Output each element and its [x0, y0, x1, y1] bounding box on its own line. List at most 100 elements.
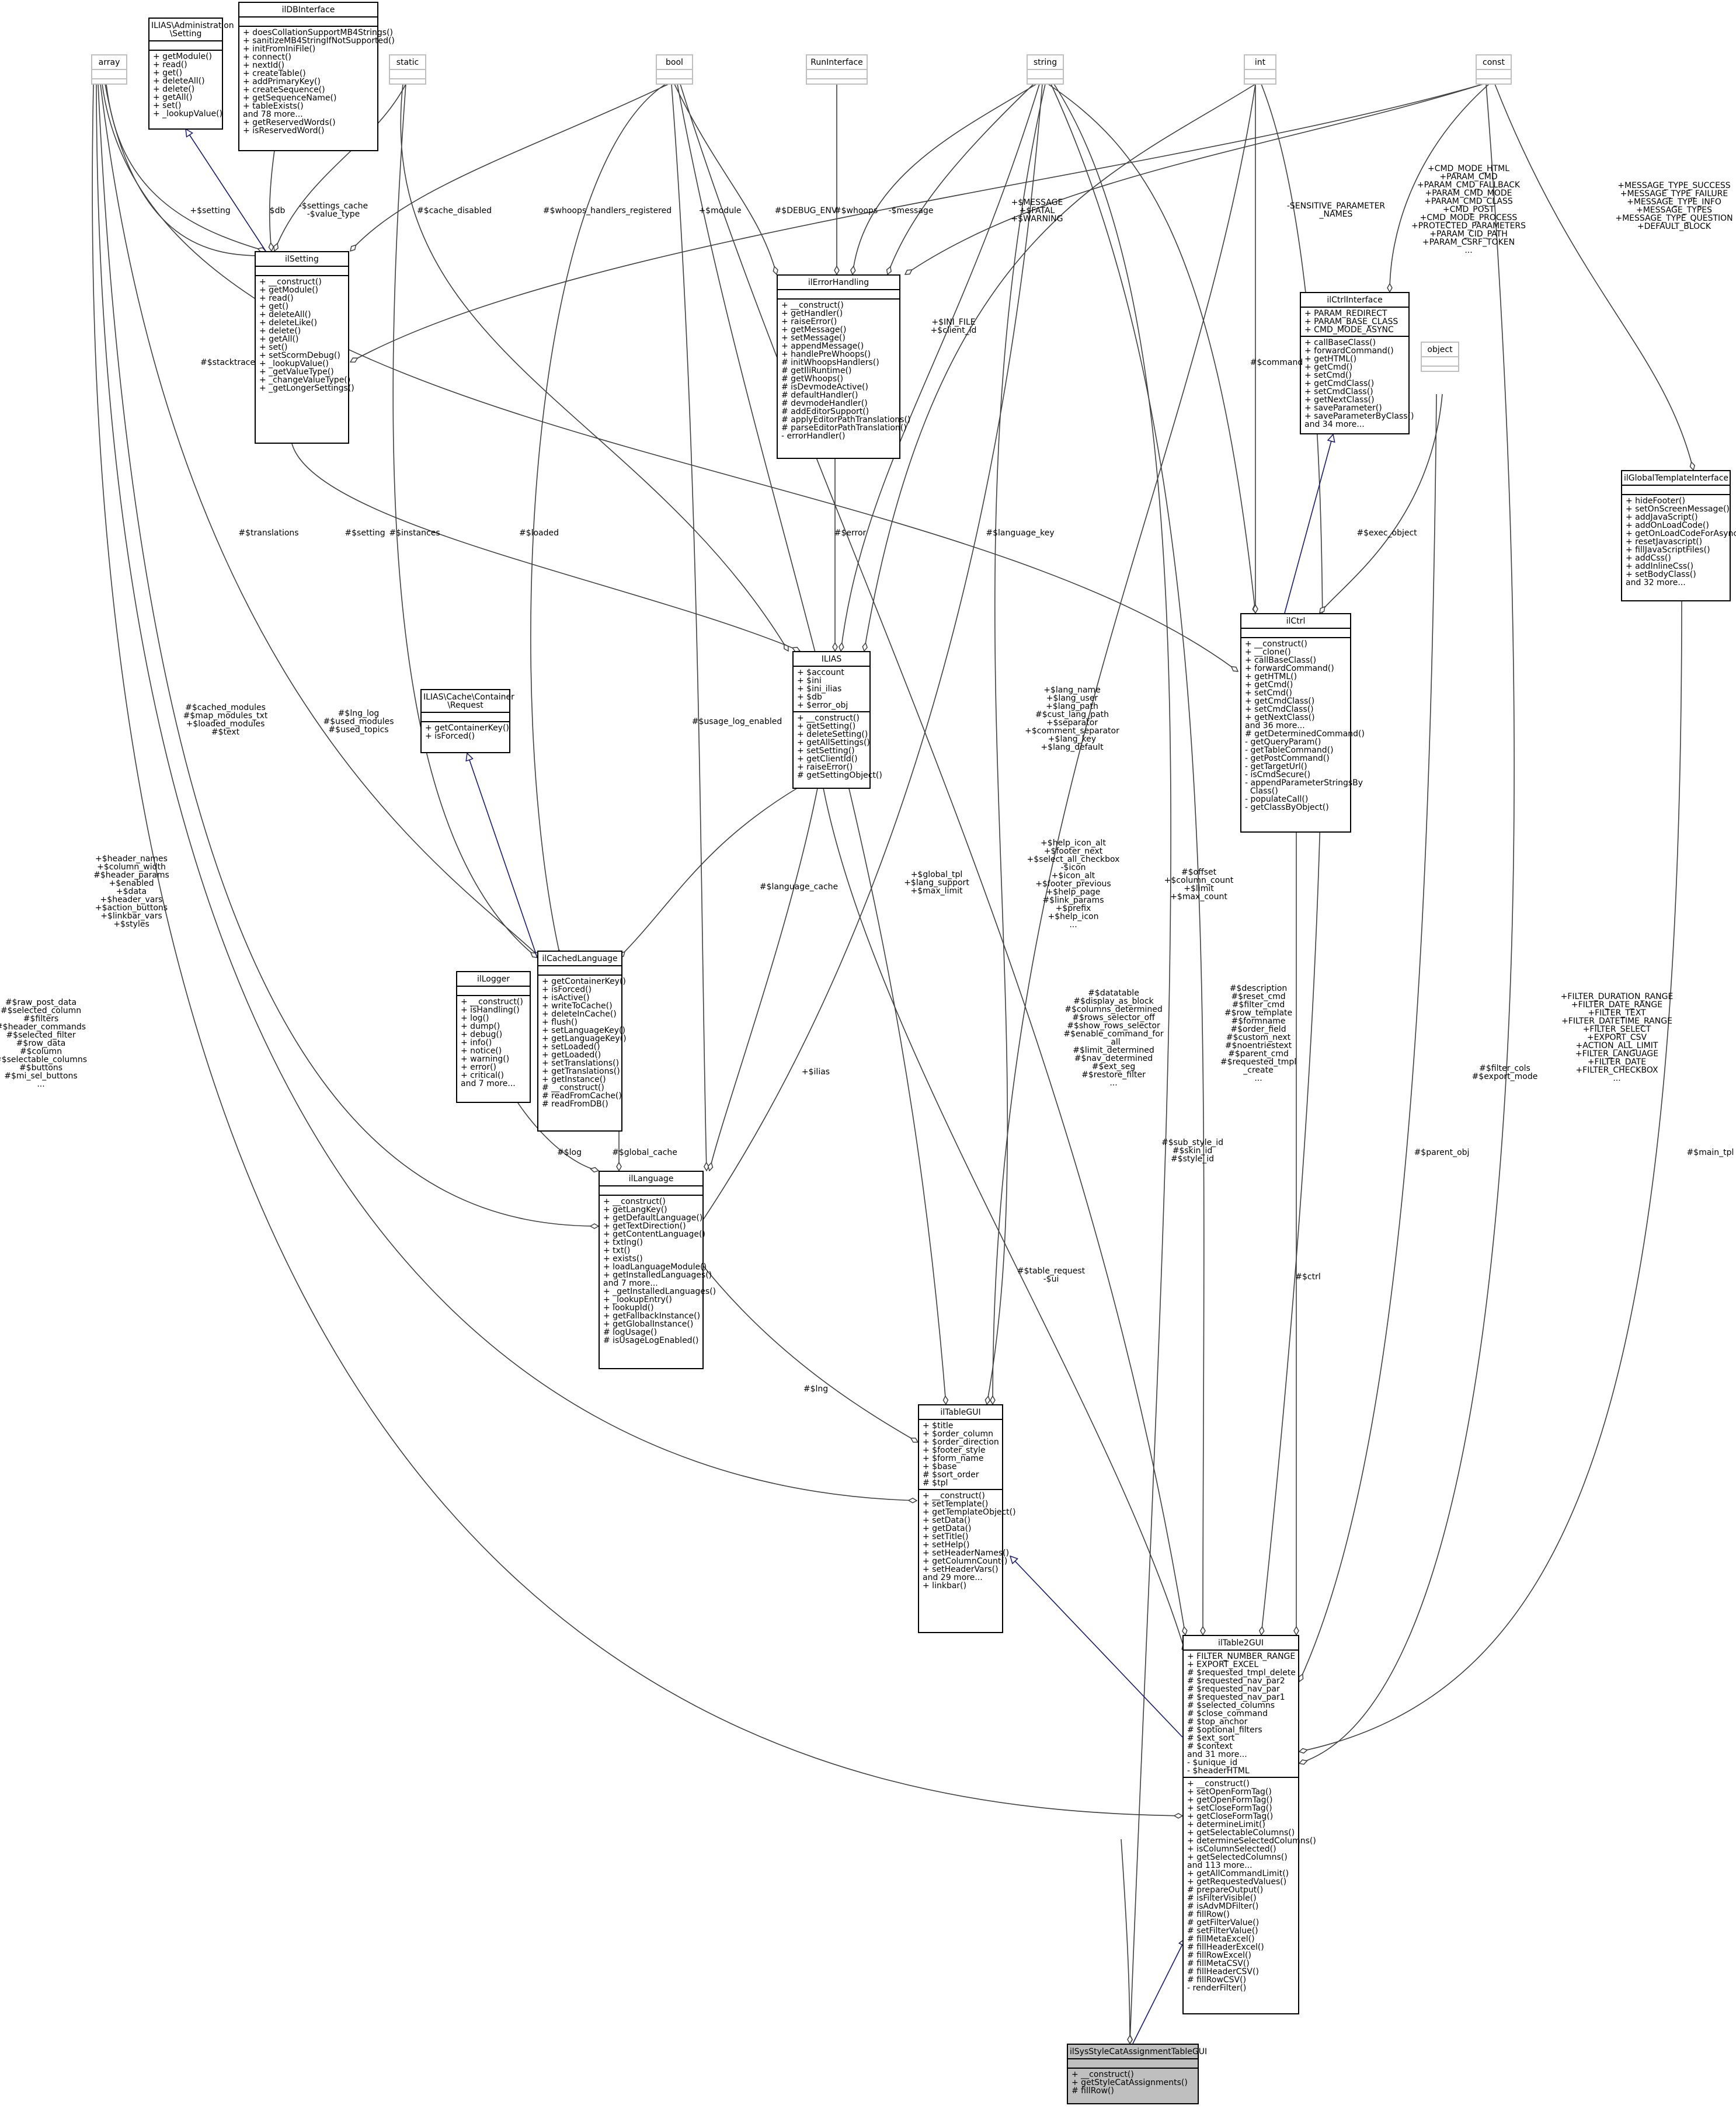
class-string[interactable]: string [1027, 54, 1064, 85]
edge-label: #$error [834, 528, 867, 538]
edge-label: #$setting [345, 528, 385, 538]
class-illanguage[interactable]: ilLanguage + __construct()+ getLangKey()… [599, 1171, 716, 1369]
edge-label: #$offset +$column_count +$limit +$max_co… [1164, 868, 1234, 902]
class-name: string [1028, 55, 1063, 70]
class-attributes [149, 41, 222, 51]
edge-array-table2gui [92, 83, 1182, 1816]
class-array[interactable]: array [91, 54, 127, 85]
class-name: ilCtrl [1241, 614, 1350, 629]
class-name: bool [657, 55, 692, 70]
edge-language-tablegui [686, 1243, 918, 1442]
edge-table2gui-sysstyle [1121, 1839, 1130, 2044]
edge-label: #$description #$reset_cmd #$filter_cmd #… [1220, 984, 1297, 1083]
edge-string-table2gui [1050, 83, 1204, 1635]
class-runinterface[interactable]: RunInterface [806, 54, 868, 85]
edge-label: #$stacktrace [200, 358, 255, 367]
class-attributes: + PARAM_REDIRECT+ PARAM_BASE_CLASS+ CMD_… [1301, 308, 1408, 337]
class-methods: + __construct()+ setOpenFormTag()+ getOp… [1187, 1779, 1316, 1993]
class-attributes [600, 1186, 702, 1196]
class-ilerrorhandling[interactable]: ilErrorHandling + __construct()+ getHand… [777, 274, 911, 459]
class-ildbinterface[interactable]: ilDBInterface + doesCollationSupportMB4S… [238, 2, 395, 151]
class-name: int [1245, 55, 1275, 70]
edge-bool-table2gui [680, 83, 1185, 1635]
edge-array-tablegui [96, 83, 917, 1501]
edge-label: #$global_cache [612, 1148, 677, 1157]
class-name: ilErrorHandling [778, 276, 899, 290]
class-methods: + __construct()+ setTemplate()+ getTempl… [923, 1491, 1016, 1591]
edge-static-ilias [400, 83, 788, 651]
edge-string-ilctrl [1048, 83, 1255, 613]
class-name: const [1477, 55, 1511, 70]
class-attributes [1028, 70, 1063, 79]
edge-array-cachedlang [100, 83, 540, 958]
class-ilglobaltemplateinterface[interactable]: ilGlobalTemplateInterface + hideFooter()… [1621, 470, 1736, 601]
class-methods: + __construct()+ isHandling()+ log()+ du… [461, 997, 523, 1088]
class-attributes [657, 70, 692, 79]
class-attributes [778, 290, 899, 300]
class-ilias[interactable]: ILIAS + $account+ $ini+ $ini_ilias+ $db+… [792, 651, 882, 789]
class-methods: + __construct()+ __clone()+ callBaseClas… [1245, 639, 1365, 812]
edge-ilias-cachedlang [619, 788, 798, 958]
edge-label: +$setting [190, 206, 231, 215]
class-attributes [256, 267, 348, 276]
class-attributes [422, 713, 509, 722]
edge-label: #$translations [238, 528, 299, 538]
edge-const-ctrlinterface [1390, 83, 1490, 292]
class-ilctrlinterface[interactable]: ilCtrlInterface + PARAM_REDIRECT+ PARAM_… [1300, 292, 1414, 434]
class-object[interactable]: object [1421, 342, 1459, 372]
class-methods: + __construct()+ getLangKey()+ getDefaul… [603, 1197, 716, 1345]
edge-label: +$header_names +$column_width #$header_p… [93, 854, 169, 929]
class-attributes [1241, 629, 1350, 638]
edge-setting-ilias [291, 443, 800, 651]
edge-string-errorhandling-2 [853, 83, 1037, 274]
class-attributes [457, 987, 530, 996]
class-iltablegui[interactable]: ilTableGUI + $title+ $order_column+ $ord… [918, 1404, 1016, 1633]
class-ilsysstylecatassignmenttablegui[interactable]: ilSysStyleCatAssignmentTableGUI + __cons… [1067, 2044, 1207, 2104]
edge-label: #$lng [803, 1384, 829, 1394]
edge-const-globaltemplate [1494, 83, 1693, 470]
edge-label: +FILTER_DURATION_RANGE +FILTER_DATE_RANG… [1560, 992, 1674, 1083]
class-int[interactable]: int [1244, 54, 1276, 85]
edge-string-language [695, 83, 1043, 1232]
class-name: ilTableGUI [919, 1405, 1002, 1420]
edge-array-setting-2 [105, 83, 269, 256]
edge-static-setting [274, 83, 406, 251]
class-name: ilLogger [457, 972, 530, 987]
class-name: ILIAS\Cache\Container \Request [422, 690, 514, 713]
edge-label: -$message [888, 206, 934, 215]
class-static[interactable]: static [389, 54, 426, 85]
edge-array-ilctrl [102, 83, 1238, 671]
edge-label: #$cached_modules #$map_modules_txt +$loa… [183, 703, 268, 737]
class-ilcachedlanguage[interactable]: ilCachedLanguage + getContainerKey()+ is… [537, 951, 627, 1132]
edge-label: #$parent_obj [1414, 1148, 1470, 1157]
class-name: array [92, 55, 126, 70]
class-attributes [390, 70, 425, 79]
class-ilsetting[interactable]: ilSetting + __construct()+ getModule()+ … [255, 251, 354, 444]
class-methods: + __construct()+ getHandler()+ raiseErro… [781, 301, 911, 441]
edge-ilias-table2gui [823, 788, 1185, 1652]
edge-label: +$lang_name +$lang_user +$lang_path #$cu… [1025, 685, 1119, 752]
class-name: ilCachedLanguage [538, 952, 621, 966]
edge-ilias-language [709, 788, 818, 1171]
edge-array-language [98, 83, 599, 1226]
class-ilias-administration-setting[interactable]: ILIAS\Administration \Setting + getModul… [148, 18, 234, 130]
class-attributes [1477, 70, 1511, 79]
class-ilias-cache-container-request[interactable]: ILIAS\Cache\Container \Request + getCont… [420, 689, 514, 753]
edge-object-table2gui [1299, 394, 1437, 1682]
edge-label: $db [269, 206, 286, 215]
edge-label: #$command [1250, 358, 1303, 367]
edge-string-errorhandling [888, 83, 1034, 274]
class-name: ilDBInterface [239, 3, 377, 18]
class-methods: + hideFooter()+ setOnScreenMessage()+ ad… [1626, 496, 1736, 587]
edge-db-setting [270, 150, 275, 251]
class-name: RunInterface [807, 55, 867, 70]
class-const[interactable]: const [1476, 54, 1512, 85]
class-illogger[interactable]: ilLogger + __construct()+ isHandling()+ … [456, 971, 531, 1103]
class-iltable2gui[interactable]: ilTable2GUI + FILTER_NUMBER_RANGE+ EXPOR… [1182, 1635, 1316, 2014]
edge-bool-cachedlang [530, 83, 666, 958]
inherit-ilctrl-ctrlinterface [1284, 434, 1333, 614]
class-ilctrl[interactable]: ilCtrl + __construct()+ __clone()+ callB… [1240, 613, 1365, 833]
class-name: ilGlobalTemplateInterface [1622, 471, 1730, 486]
class-bool[interactable]: bool [656, 54, 693, 85]
